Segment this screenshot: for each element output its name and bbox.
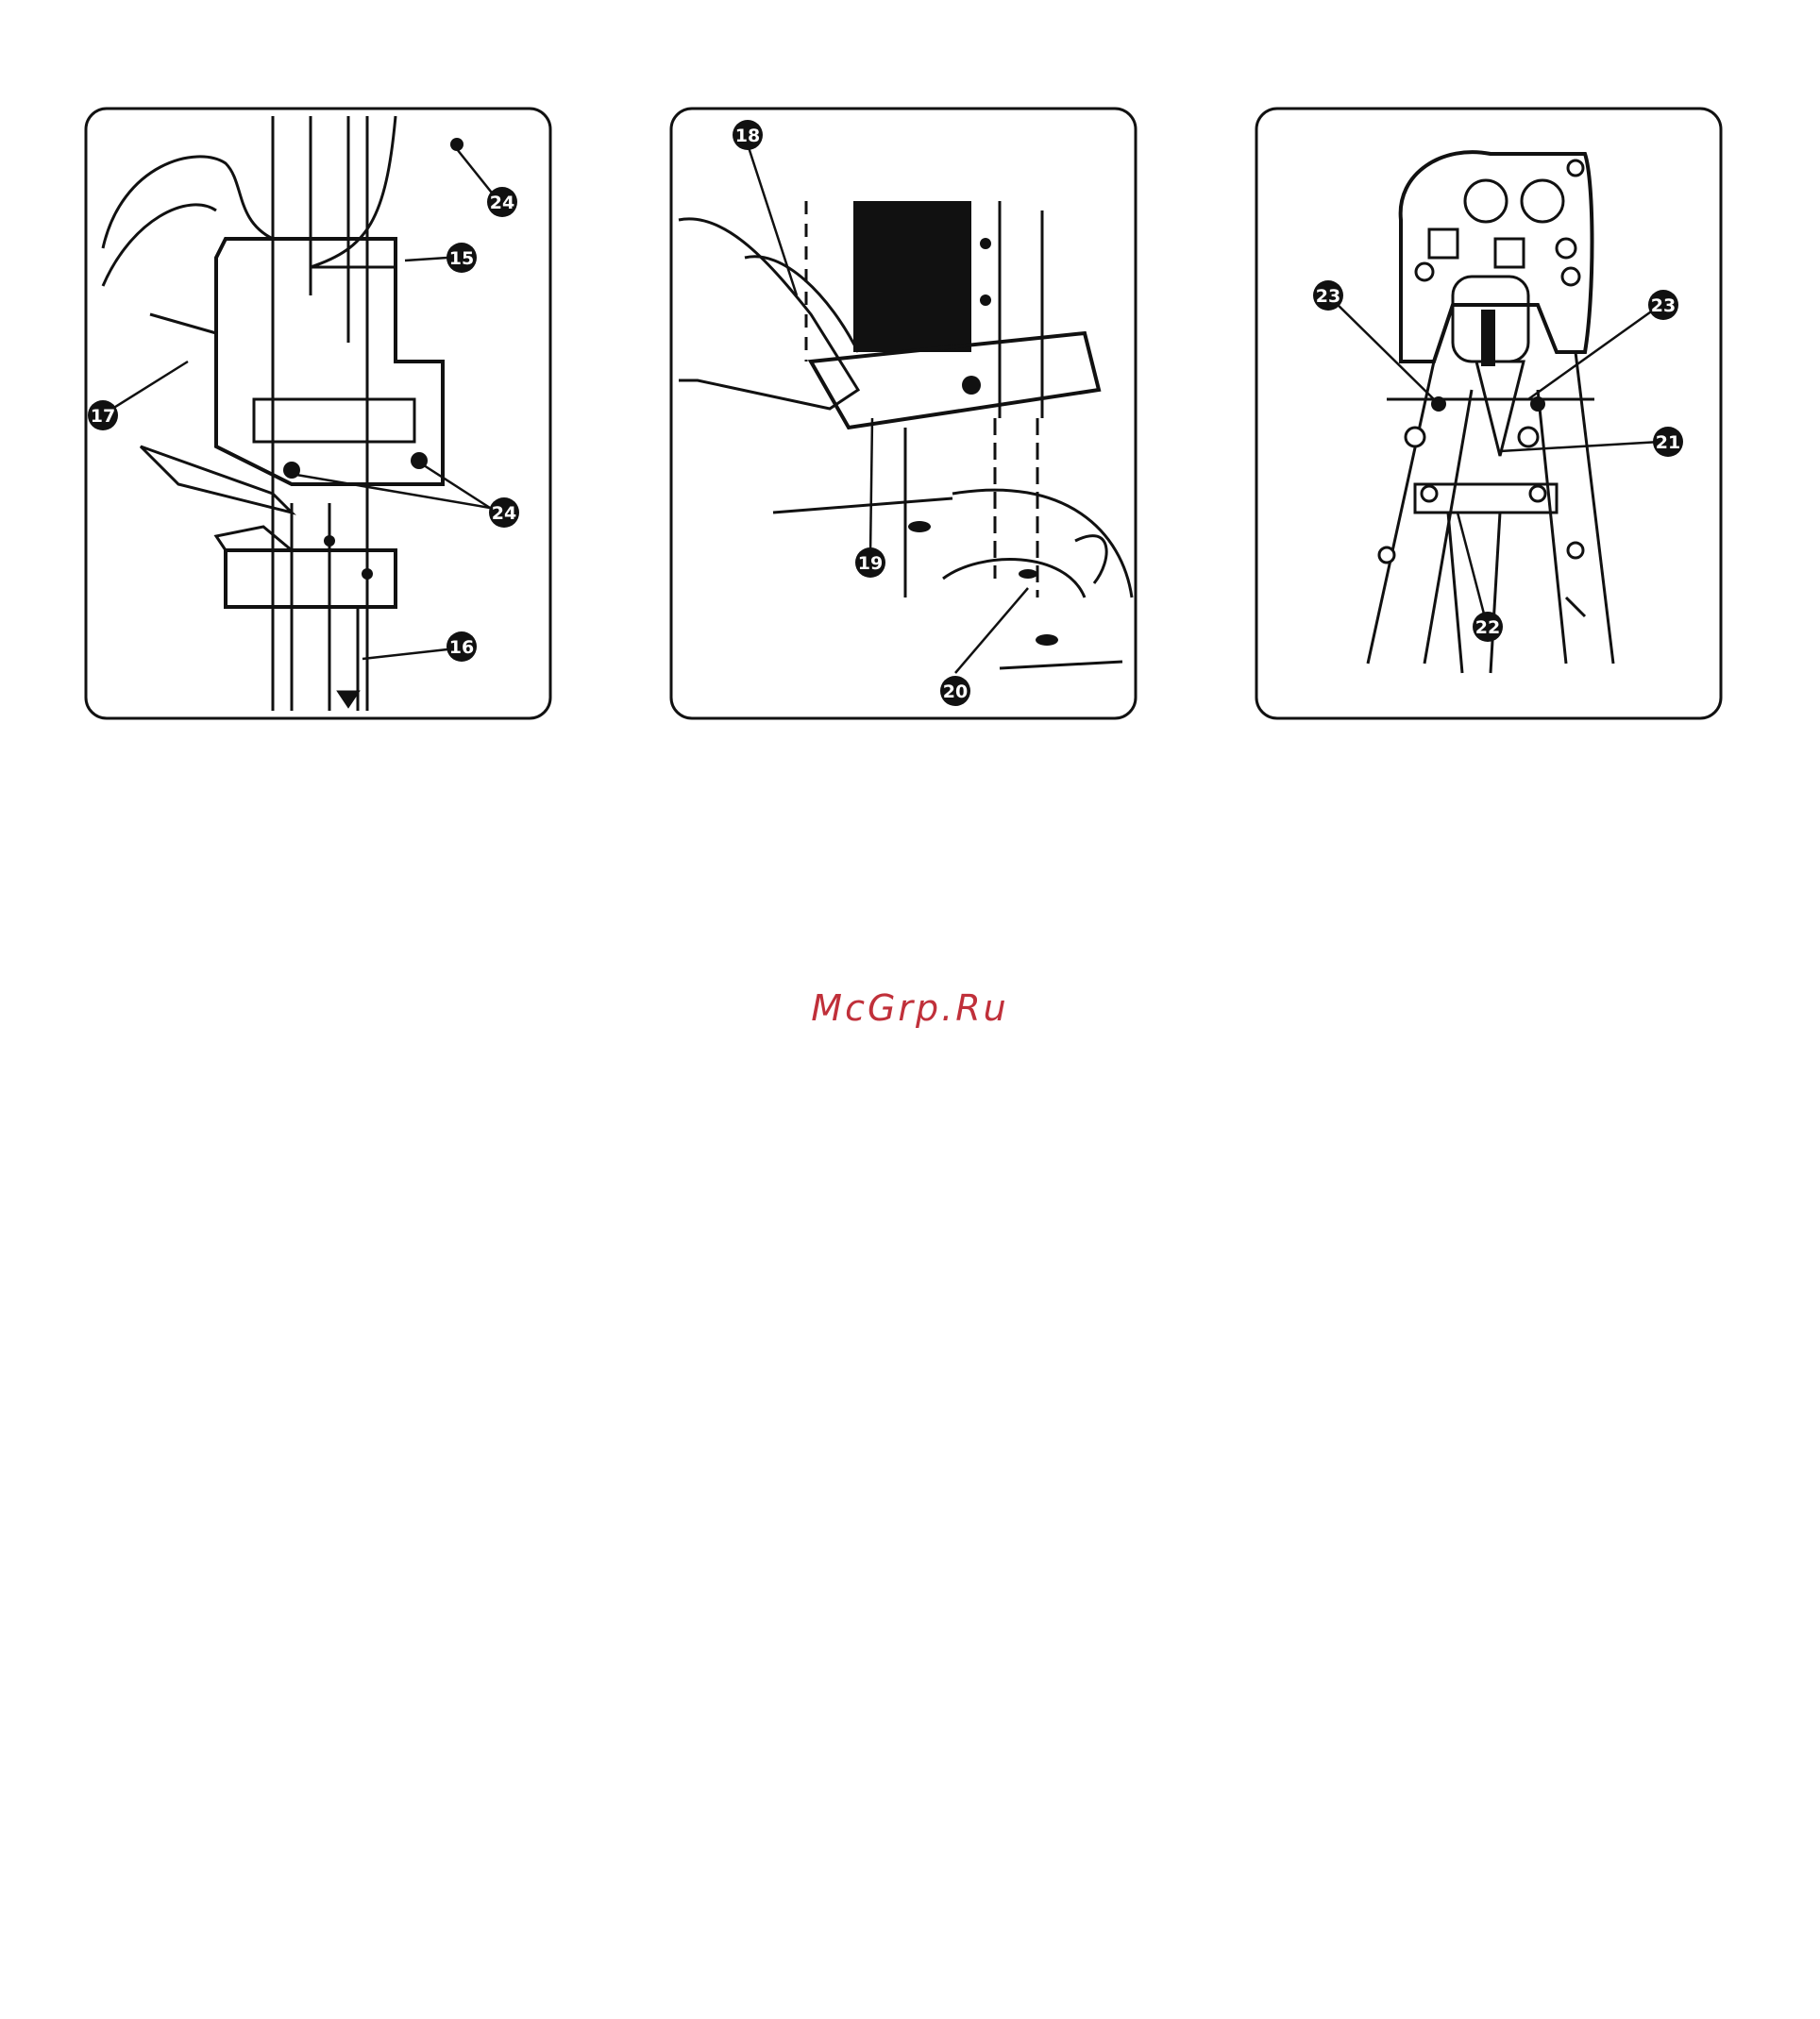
svg-text:22: 22: [1475, 617, 1500, 638]
svg-text:20: 20: [943, 681, 968, 702]
svg-text:23: 23: [1651, 295, 1676, 316]
svg-text:16: 16: [449, 637, 474, 658]
sewing-head-drawing-2: 18 19 20: [669, 107, 1138, 720]
callout-19: 19: [855, 547, 885, 578]
svg-text:19: 19: [858, 553, 883, 574]
panel-frame: [86, 109, 550, 718]
svg-text:21: 21: [1656, 432, 1680, 453]
callout-20: 20: [940, 676, 970, 706]
svg-text:15: 15: [449, 248, 474, 269]
callout-17: 17: [88, 400, 118, 430]
callout-24-bottom: 24: [489, 497, 519, 528]
callout-23-right: 23: [1648, 290, 1678, 320]
svg-text:24: 24: [490, 193, 514, 213]
dark-plate: [853, 201, 971, 352]
illustration-panel-1: 24 15 17 24 16: [84, 107, 552, 720]
watermark-text: McGrp.Ru: [0, 987, 1820, 1029]
illustration-panel-3: 23 23 21 22: [1255, 107, 1723, 720]
callout-24-top: 24: [487, 187, 517, 217]
svg-text:18: 18: [735, 126, 760, 146]
svg-text:23: 23: [1316, 286, 1340, 307]
callout-21: 21: [1653, 427, 1683, 457]
svg-text:17: 17: [91, 406, 115, 427]
panel-frame: [671, 109, 1136, 718]
callout-22: 22: [1473, 612, 1503, 642]
svg-text:24: 24: [492, 503, 516, 524]
callout-15: 15: [447, 243, 477, 273]
callout-16: 16: [447, 631, 477, 662]
sewing-head-drawing-1: 24 15 17 24 16: [84, 107, 552, 720]
callout-18: 18: [733, 120, 763, 150]
needle-plate-drawing: 23 23 21 22: [1255, 107, 1723, 720]
illustration-panel-2: 18 19 20: [669, 107, 1138, 720]
callout-23-left: 23: [1313, 280, 1343, 311]
